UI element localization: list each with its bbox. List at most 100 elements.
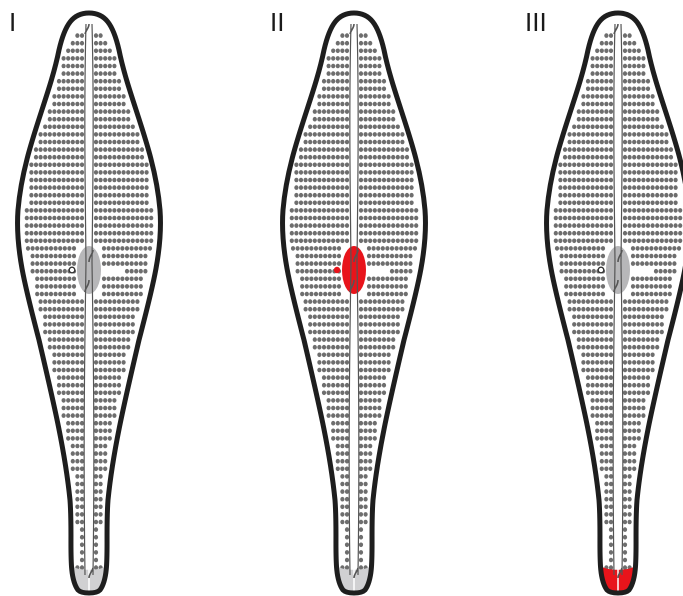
stria-dot [63,284,67,289]
stria-dot [94,94,98,99]
stria-dot [111,292,115,297]
stria-dot [382,216,386,221]
stria-dot [678,208,682,213]
stria-dot [131,125,135,130]
stria-dot [628,489,632,494]
stria-dot [57,132,61,137]
stria-dot [62,307,66,312]
stria-dot [400,231,404,236]
stria-dot [382,345,386,350]
stria-dot [600,231,604,236]
stria-dot [604,64,608,69]
stria-dot [126,185,130,190]
stria-dot [391,147,395,152]
stria-dot [331,391,335,396]
stria-dot [345,391,349,396]
stria-dot [108,391,112,396]
stria-dot [632,398,636,403]
stria-dot [75,520,79,525]
stria-dot [340,193,344,198]
stria-dot [340,353,344,358]
stria-dot [400,170,404,175]
stria-dot [641,163,645,168]
stria-dot [57,201,61,206]
stria-dot [75,307,79,312]
stria-dot [131,201,135,206]
stria-dot [66,79,70,84]
stria-dot [364,132,368,137]
stria-dot [581,109,585,114]
stria-dot [62,231,66,236]
stria-dot [609,155,613,160]
stria-dot [586,109,590,114]
stria-dot [595,87,599,92]
stria-dot [377,125,381,130]
stria-dot [345,550,349,555]
stria-dot [340,360,344,365]
stria-dot [664,132,668,137]
stria-dot [359,193,363,198]
stria-dot [632,155,636,160]
stria-dot [71,231,75,236]
stria-dot [117,94,121,99]
stria-dot [52,109,56,114]
stria-dot [75,383,79,388]
stria-dot [322,231,326,236]
stria-dot [359,429,363,434]
stria-dot [563,170,567,175]
stria-dot [609,391,613,396]
stria-dot [595,94,599,99]
stria-dot [376,261,380,266]
stria-dot [595,49,599,54]
stria-dot [641,170,645,175]
stria-dot [400,178,404,183]
stria-dot [99,451,103,456]
stria-dot [122,201,126,206]
stria-dot [641,201,645,206]
stria-dot [63,246,67,251]
stria-dot [586,239,590,244]
stria-dot [331,436,335,441]
stria-dot [340,489,344,494]
stria-dot [331,231,335,236]
stria-dot [591,345,595,350]
stria-dot [313,125,317,130]
stria-dot [581,178,585,183]
stria-dot [396,239,400,244]
stria-dot [364,315,368,320]
stria-dot [305,254,309,259]
stria-dot [572,307,576,312]
stria-dot [655,208,659,213]
stria-dot [304,231,308,236]
stria-dot [628,94,632,99]
stria-dot [669,178,673,183]
stria-dot [71,125,75,130]
stria-dot [135,185,139,190]
stria-dot [336,398,340,403]
stria-dot [299,201,303,206]
stria-dot [57,170,61,175]
stria-dot [595,353,599,358]
stria-dot [572,322,576,327]
stria-dot [66,345,70,350]
stria-dot [641,109,645,114]
stria-dot [327,208,331,213]
stria-dot [57,94,61,99]
stria-dot [314,261,318,266]
stria-dot [112,360,116,365]
stria-dot [609,459,613,464]
stria-dot [596,254,600,259]
stria-dot [359,512,363,517]
stria-dot [345,185,349,190]
stria-dot [377,87,381,92]
stria-dot [75,474,79,479]
stria-dot [66,307,70,312]
stria-dot [381,292,385,297]
stria-dot [336,406,340,411]
stria-dot [569,284,573,289]
stria-dot [600,79,604,84]
stria-dot [560,246,564,251]
stria-dot [382,201,386,206]
stria-dot [572,125,576,130]
stria-dot [75,41,79,46]
